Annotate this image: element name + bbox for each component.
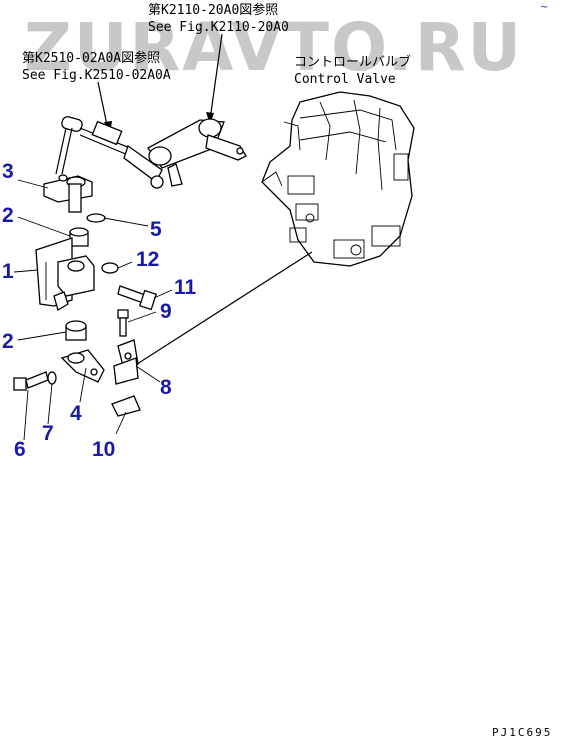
- valve-connecting-rod: [133, 251, 313, 367]
- ref-k2510-en: See Fig.K2510-02A0A: [22, 68, 171, 83]
- part-9-bolt: [117, 309, 129, 337]
- part-12-washer: [101, 262, 119, 274]
- part-11-bolt: [117, 285, 157, 311]
- callout-12: 12: [136, 248, 159, 271]
- ref-k2510-jp: 第K2510-02A0A図参照: [22, 50, 160, 66]
- callout-6: 6: [14, 438, 26, 461]
- part-2-bushing-upper: [69, 227, 89, 247]
- part-7-washer: [47, 371, 57, 385]
- part-10-plate: [111, 395, 141, 417]
- part-6-bolt: [13, 371, 49, 391]
- bell-crank: [147, 118, 247, 187]
- ref-k2110-en: See Fig.K2110-20A0: [148, 20, 289, 35]
- callout-7: 7: [42, 422, 54, 445]
- control-valve-label-en: Control Valve: [294, 72, 396, 87]
- callout-2-upper: 2: [2, 204, 14, 227]
- ref-k2110-jp: 第K2110-20A0図参照: [148, 2, 278, 18]
- callout-11: 11: [174, 276, 197, 299]
- linkage-rod: [55, 116, 164, 189]
- control-valve-body: [261, 91, 415, 267]
- callout-leaders: [13, 179, 173, 441]
- part-2-bushing-lower: [65, 320, 87, 341]
- corner-mark: ~: [540, 2, 548, 13]
- callout-4: 4: [70, 402, 82, 425]
- part-1-bracket: [35, 237, 95, 311]
- callout-2-lower: 2: [2, 330, 14, 353]
- callout-8: 8: [160, 376, 172, 399]
- callout-3: 3: [2, 160, 14, 183]
- part-3-lever: [43, 174, 93, 213]
- callout-10: 10: [92, 438, 115, 461]
- part-8-clamp: [113, 339, 139, 385]
- callout-9: 9: [160, 300, 172, 323]
- callout-5: 5: [150, 218, 162, 241]
- part-5-o-ring: [86, 213, 106, 223]
- callout-1: 1: [2, 260, 14, 283]
- part-4-lever: [60, 349, 105, 383]
- control-valve-label-jp: コントロールバルブ: [294, 54, 411, 70]
- drawing-code: PJ1C695: [492, 726, 552, 739]
- watermark: ZURAVTO.RU: [24, 9, 523, 86]
